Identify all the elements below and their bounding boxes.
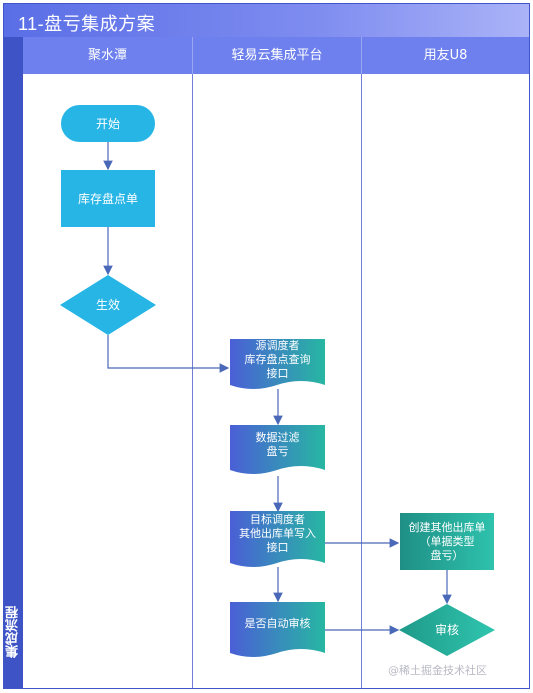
start-node	[61, 105, 155, 142]
query-api-doc-node	[230, 339, 325, 389]
start-label: 开始	[95, 116, 120, 131]
auto-audit-doc-node	[230, 602, 325, 657]
write-api-doc-node	[230, 511, 325, 567]
lane-header-yonyou-u8: 用友U8	[362, 37, 529, 74]
effective-decision-node	[60, 275, 156, 335]
audit-decision-node	[399, 604, 495, 656]
lane-header-qingyiyun: 轻易云集成平台	[193, 37, 361, 74]
lane-header-jushuitan: 聚水潭	[23, 37, 192, 74]
create-outbound-label: 创建其他出库单 （单据类型 盘亏）	[408, 520, 486, 562]
create-outbound-node	[400, 513, 494, 570]
connector-effective-to-query	[107, 335, 230, 373]
filter-label: 数据过滤 盘亏	[255, 431, 300, 458]
watermark: @稀土掘金技术社区	[388, 664, 487, 677]
title-bar: 11-盘亏集成方案	[4, 4, 529, 37]
sidebar	[4, 37, 23, 688]
inventory-sheet-label: 库存盘点单	[77, 191, 138, 206]
lane-header-divider-1	[192, 37, 193, 74]
write-api-label: 目标调度者 其他出库单写入 接口	[239, 513, 316, 554]
lane-header-divider-2	[361, 37, 362, 74]
diagram-title: 11-盘亏集成方案	[18, 14, 156, 34]
lane-divider-2	[361, 74, 362, 688]
auto-audit-label: 是否自动审核	[244, 617, 311, 630]
filter-doc-node	[230, 425, 325, 474]
inventory-sheet-node	[61, 170, 155, 227]
lane-divider-1	[192, 74, 193, 688]
effective-label: 生效	[95, 298, 120, 312]
audit-label: 审核	[434, 623, 459, 637]
query-api-label: 源调度者 库存盘点查询 接口	[244, 339, 311, 380]
